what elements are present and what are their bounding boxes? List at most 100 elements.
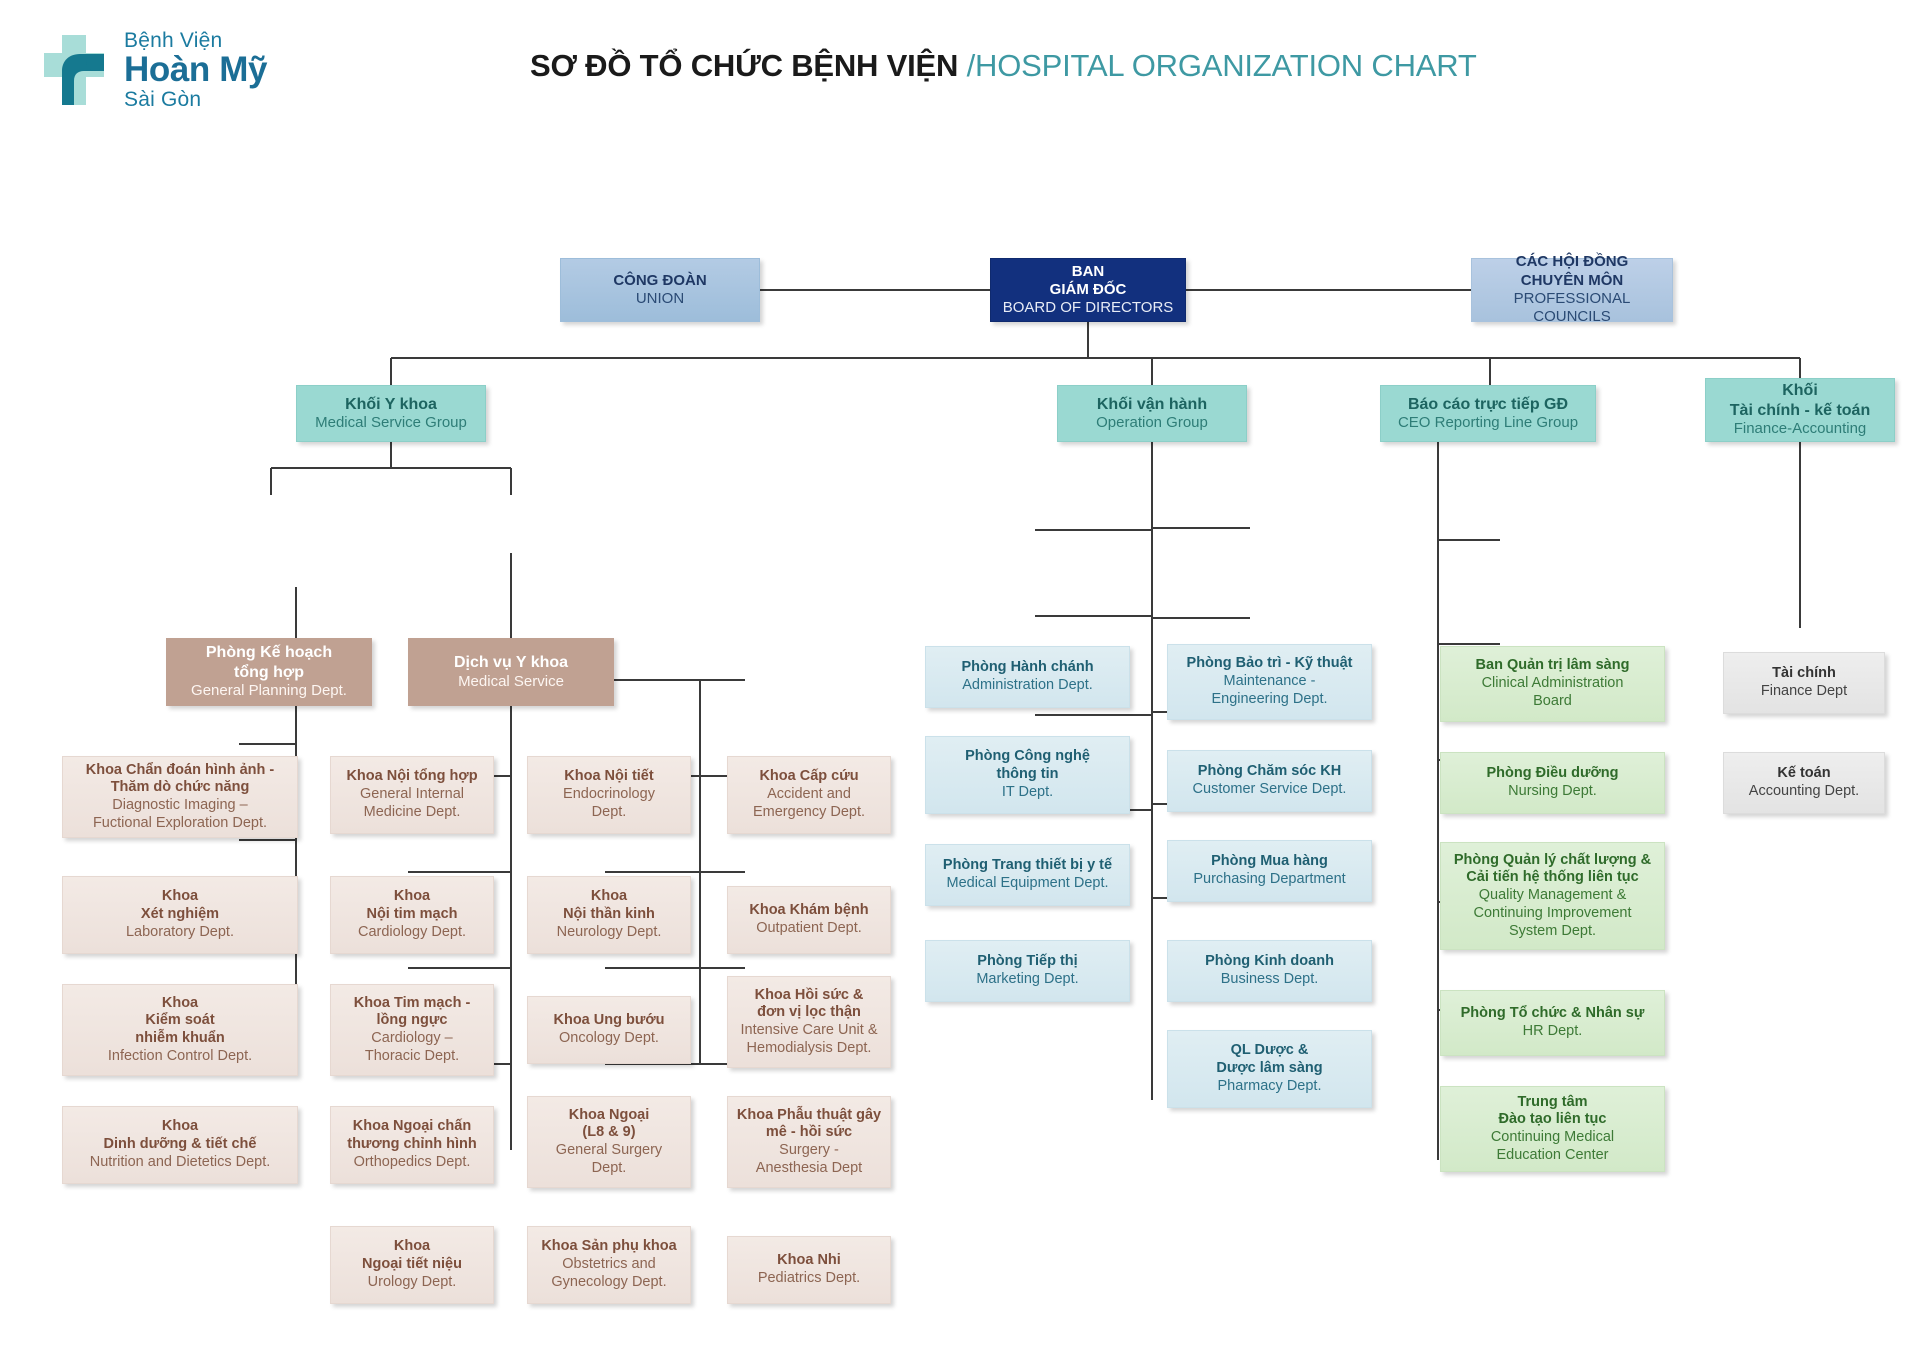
node-medical-service[interactable]: Dịch vụ Y khoa Medical Service (408, 638, 614, 706)
node-board-vi-1: BAN (1071, 262, 1105, 280)
node-urology[interactable]: Khoa Ngoại tiết niệu Urology Dept. (330, 1226, 494, 1304)
node-obstetrics-gynecology[interactable]: Khoa Sản phụ khoa Obstetrics and Gynecol… (527, 1226, 691, 1304)
node-planning-vi-2: tổng hợp (233, 663, 304, 681)
leaf-vi: Trung tâm (1517, 1093, 1588, 1110)
node-medservice-vi: Dịch vụ Y khoa (453, 654, 569, 672)
page-title-vi: SƠ ĐỒ TỔ CHỨC BỆNH VIỆN (530, 48, 967, 83)
node-pharmacy[interactable]: QL Dược & Dược lâm sàng Pharmacy Dept. (1167, 1030, 1372, 1108)
group-ceo-vi: Báo cáo trực tiếp GĐ (1407, 395, 1569, 413)
leaf-vi: Phòng Trang thiết bị y tế (942, 857, 1113, 874)
node-maintenance-engineering[interactable]: Phòng Bảo trì - Kỹ thuật Maintenance - E… (1167, 644, 1372, 720)
node-purchasing[interactable]: Phòng Mua hàng Purchasing Department (1167, 840, 1372, 902)
leaf-vi: Phòng Điều dưỡng (1486, 765, 1619, 782)
group-medical-en: Medical Service Group (315, 414, 467, 432)
node-accounting[interactable]: Kế toán Accounting Dept. (1723, 752, 1885, 814)
leaf-vi: Khoa Sản phụ khoa (541, 1238, 677, 1255)
logo-line-1: Bệnh Viện (124, 29, 223, 52)
group-ceo-en: CEO Reporting Line Group (1397, 414, 1579, 432)
leaf-en: General Internal (360, 786, 464, 803)
node-administration[interactable]: Phòng Hành chánh Administration Dept. (925, 646, 1130, 708)
node-cardiology-thoracic[interactable]: Khoa Tim mạch - lồng ngực Cardiology – T… (330, 984, 494, 1076)
leaf-en: Infection Control Dept. (107, 1047, 253, 1064)
leaf-en: Pediatrics Dept. (757, 1270, 861, 1286)
node-outpatient[interactable]: Khoa Khám bệnh Outpatient Dept. (727, 886, 891, 954)
leaf-en: Oncology Dept. (559, 1030, 659, 1046)
node-accident-emergency[interactable]: Khoa Cấp cứu Accident and Emergency Dept… (727, 756, 891, 834)
leaf-en: Cardiology Dept. (358, 923, 466, 940)
node-medservice-en: Medical Service (458, 672, 564, 690)
org-chart: CÔNG ĐOÀN UNION BAN GIÁM ĐỐC BOARD OF DI… (0, 150, 1920, 1357)
leaf-vi: Ban Quản trị lâm sàng (1475, 657, 1630, 674)
group-finance-vi-2: Tài chính - kế toán (1729, 401, 1871, 419)
node-nursing[interactable]: Phòng Điều dưỡng Nursing Dept. (1440, 752, 1665, 814)
leaf-vi: Khoa Hồi sức & (754, 986, 864, 1003)
leaf-en: Board (1533, 692, 1572, 709)
leaf-vi: đơn vị lọc thận (757, 1004, 861, 1021)
node-council-vi-1: CÁC HỘI ĐỒNG (1515, 253, 1629, 271)
node-icu-hemodialysis[interactable]: Khoa Hồi sức & đơn vị lọc thận Intensive… (727, 976, 891, 1068)
node-continuing-medical-education[interactable]: Trung tâm Đào tạo liên tục Continuing Me… (1440, 1086, 1665, 1172)
leaf-en: Accounting Dept. (1748, 783, 1860, 799)
node-professional-councils[interactable]: CÁC HỘI ĐỒNG CHUYÊN MÔN PROFESSIONAL COU… (1471, 253, 1673, 325)
leaf-vi: thông tin (996, 766, 1059, 783)
node-nutrition-dietetics[interactable]: Khoa Dinh dưỡng & tiết chế Nutrition and… (62, 1106, 298, 1184)
node-union-en: UNION (635, 290, 685, 307)
node-clinical-administration-board[interactable]: Ban Quản trị lâm sàng Clinical Administr… (1440, 646, 1665, 722)
leaf-vi: Đào tạo liên tục (1498, 1111, 1607, 1128)
node-neurology[interactable]: Khoa Nội thần kinh Neurology Dept. (527, 876, 691, 954)
node-union-vi: CÔNG ĐOÀN (613, 271, 707, 289)
node-it[interactable]: Phòng Công nghệ thông tin IT Dept. (925, 736, 1130, 814)
leaf-vi: Nội tim mạch (366, 906, 458, 923)
node-business[interactable]: Phòng Kinh doanh Business Dept. (1167, 940, 1372, 1002)
node-diagnostic-imaging[interactable]: Khoa Chẩn đoán hình ảnh - Thăm dò chức n… (62, 756, 298, 838)
node-planning-vi-1: Phòng Kế hoạch (205, 644, 333, 662)
node-planning-en: General Planning Dept. (191, 682, 347, 700)
leaf-vi: Dinh dưỡng & tiết chế (103, 1136, 257, 1153)
node-marketing[interactable]: Phòng Tiếp thị Marketing Dept. (925, 940, 1130, 1002)
node-orthopedics[interactable]: Khoa Ngoại chấn thương chỉnh hình Orthop… (330, 1106, 494, 1184)
group-finance-accounting[interactable]: Khối Tài chính - kế toán Finance-Account… (1705, 378, 1895, 442)
leaf-en: Anesthesia Dept (755, 1159, 863, 1176)
group-ceo-reporting[interactable]: Báo cáo trực tiếp GĐ CEO Reporting Line … (1380, 385, 1596, 442)
leaf-en: Business Dept. (1220, 971, 1319, 987)
node-hr[interactable]: Phòng Tổ chức & Nhân sự HR Dept. (1440, 990, 1665, 1056)
group-medical-service[interactable]: Khối Y khoa Medical Service Group (296, 385, 486, 442)
leaf-vi: Khoa Nội tổng hợp (346, 768, 478, 785)
page-header: Bệnh Viện Hoàn Mỹ Sài Gòn SƠ ĐỒ TỔ CHỨC … (0, 0, 1920, 150)
leaf-vi: Khoa Cấp cứu (759, 768, 859, 785)
leaf-en: Administration Dept. (962, 677, 1093, 693)
leaf-vi: Khoa Nhi (777, 1252, 841, 1269)
node-cardiology[interactable]: Khoa Nội tim mạch Cardiology Dept. (330, 876, 494, 954)
node-union[interactable]: CÔNG ĐOÀN UNION (560, 258, 760, 322)
page-title-en: /HOSPITAL ORGANIZATION CHART (966, 48, 1477, 83)
leaf-vi: Khoa Nội tiết (564, 768, 654, 785)
medical-cross-logo (38, 31, 110, 109)
node-surgery-anesthesia[interactable]: Khoa Phẫu thuật gây mê - hồi sức Surgery… (727, 1096, 891, 1188)
node-general-internal-medicine[interactable]: Khoa Nội tổng hợp General Internal Medic… (330, 756, 494, 834)
node-board-en: BOARD OF DIRECTORS (1002, 299, 1174, 317)
leaf-en: Continuing Medical (1490, 1129, 1615, 1145)
leaf-vi: Khoa Tim mạch - (353, 994, 471, 1011)
leaf-en: Medical Equipment Dept. (946, 875, 1109, 891)
node-medical-equipment[interactable]: Phòng Trang thiết bị y tế Medical Equipm… (925, 844, 1130, 906)
node-finance[interactable]: Tài chính Finance Dept (1723, 652, 1885, 714)
node-quality-management[interactable]: Phòng Quản lý chất lượng & Cải tiến hệ t… (1440, 842, 1665, 950)
node-customer-service[interactable]: Phòng Chăm sóc KH Customer Service Dept. (1167, 750, 1372, 812)
node-oncology[interactable]: Khoa Ung bướu Oncology Dept. (527, 996, 691, 1064)
leaf-en: Dept. (591, 803, 627, 820)
hospital-logo: Bệnh Viện Hoàn Mỹ Sài Gòn (38, 30, 267, 110)
leaf-en: Continuing Improvement (1473, 904, 1632, 921)
node-laboratory[interactable]: Khoa Xét nghiệm Laboratory Dept. (62, 876, 298, 954)
node-infection-control[interactable]: Khoa Kiểm soát nhiễm khuẩn Infection Con… (62, 984, 298, 1076)
group-operation[interactable]: Khối vận hành Operation Group (1057, 385, 1247, 442)
leaf-en: Endocrinology (563, 786, 655, 803)
leaf-vi: Phòng Chăm sóc KH (1197, 763, 1342, 780)
node-general-surgery[interactable]: Khoa Ngoại (L8 & 9) General Surgery Dept… (527, 1096, 691, 1188)
leaf-en: HR Dept. (1522, 1023, 1583, 1039)
leaf-en: Customer Service Dept. (1192, 781, 1347, 797)
node-general-planning[interactable]: Phòng Kế hoạch tổng hợp General Planning… (166, 638, 372, 706)
node-endocrinology[interactable]: Khoa Nội tiết Endocrinology Dept. (527, 756, 691, 834)
node-board-of-directors[interactable]: BAN GIÁM ĐỐC BOARD OF DIRECTORS (990, 258, 1186, 322)
leaf-en: Education Center (1496, 1146, 1609, 1163)
node-pediatrics[interactable]: Khoa Nhi Pediatrics Dept. (727, 1236, 891, 1304)
